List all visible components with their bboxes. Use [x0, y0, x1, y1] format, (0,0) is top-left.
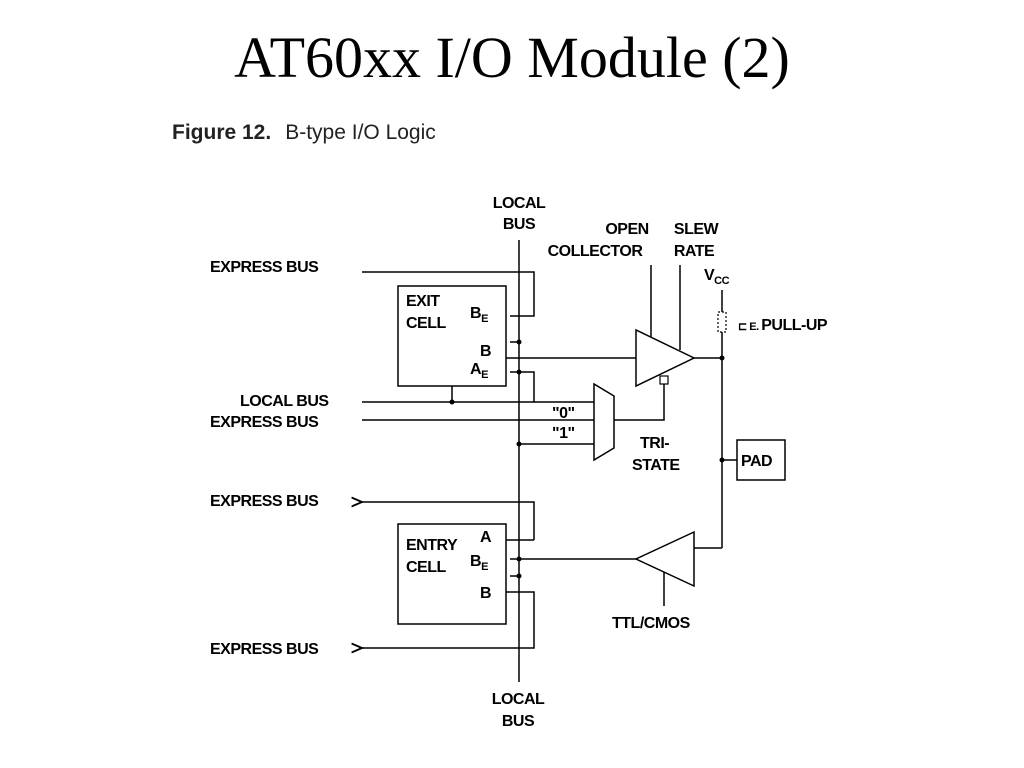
express-bus-label-2: EXPRESS BUS: [210, 414, 319, 431]
exit-cell-box: [397, 285, 507, 387]
junction-dot: [516, 441, 522, 447]
tri-state-mux: [593, 382, 615, 462]
junction-dot: [516, 369, 522, 375]
tri-state-label-1: TRI-: [640, 435, 669, 452]
pull-up-resistor: [717, 311, 727, 333]
express-bus-label-4: EXPRESS BUS: [210, 641, 319, 658]
entry-a-label: A: [480, 529, 492, 546]
output-buffer: [635, 328, 696, 388]
local-bus-top-label-1: LOCAL: [493, 195, 546, 212]
pad-box: [736, 439, 786, 481]
figure-caption: Figure 12. B-type I/O Logic: [172, 121, 436, 145]
entry-cell-label-2: CELL: [406, 559, 447, 576]
entry-cell-label-1: ENTRY: [406, 537, 458, 554]
pull-up-label: ⊏ E. PULL-UP: [738, 317, 828, 334]
entry-be-label: BE: [470, 553, 488, 573]
input-buffer: [634, 530, 695, 588]
tri-state-control-wire: [614, 384, 665, 421]
express-bus-1-wire: [362, 271, 535, 317]
figure-number: Figure 12.: [172, 121, 272, 144]
express-bus-3-wire: [362, 502, 535, 540]
entry-b-label: B: [480, 585, 491, 602]
local-bus-top-label-2: BUS: [503, 216, 536, 233]
exit-cell-label-2: CELL: [406, 315, 447, 332]
exit-be-label: BE: [470, 305, 488, 325]
exit-ae-wire: [510, 371, 535, 384]
pad-label: PAD: [741, 453, 772, 470]
tri-state-control-bubble: [659, 375, 669, 385]
local-bus-left-label: LOCAL BUS: [240, 393, 329, 410]
local-bus-bottom-label-1: LOCAL: [492, 691, 545, 708]
exit-b-label: B: [480, 343, 491, 360]
express-bus-4-wire: [362, 591, 535, 648]
open-collector-label-1: OPEN: [605, 221, 648, 238]
tri-state-label-2: STATE: [632, 457, 680, 474]
slide-title: AT60xx I/O Module (2): [234, 25, 790, 90]
figure-caption-text: B-type I/O Logic: [285, 121, 436, 144]
slew-rate-label-2: RATE: [674, 243, 715, 260]
open-collector-label-2: COLLECTOR: [548, 243, 644, 260]
junction-dot: [719, 457, 725, 463]
mux-one-label: "1": [552, 425, 575, 442]
entry-cell-box: [397, 523, 507, 625]
express-bus-label-1: EXPRESS BUS: [210, 259, 319, 276]
exit-ae-label: AE: [470, 361, 488, 381]
express-bus-label-3: EXPRESS BUS: [210, 493, 319, 510]
mux-zero-label: "0": [552, 405, 575, 422]
exit-cell-label-1: EXIT: [406, 293, 440, 310]
vcc-label: VCC: [704, 267, 730, 287]
ttl-cmos-label: TTL/CMOS: [612, 615, 691, 632]
local-bus-bottom-label-2: BUS: [502, 713, 535, 730]
slew-rate-label-1: SLEW: [674, 221, 720, 238]
junction-dot: [516, 556, 522, 562]
